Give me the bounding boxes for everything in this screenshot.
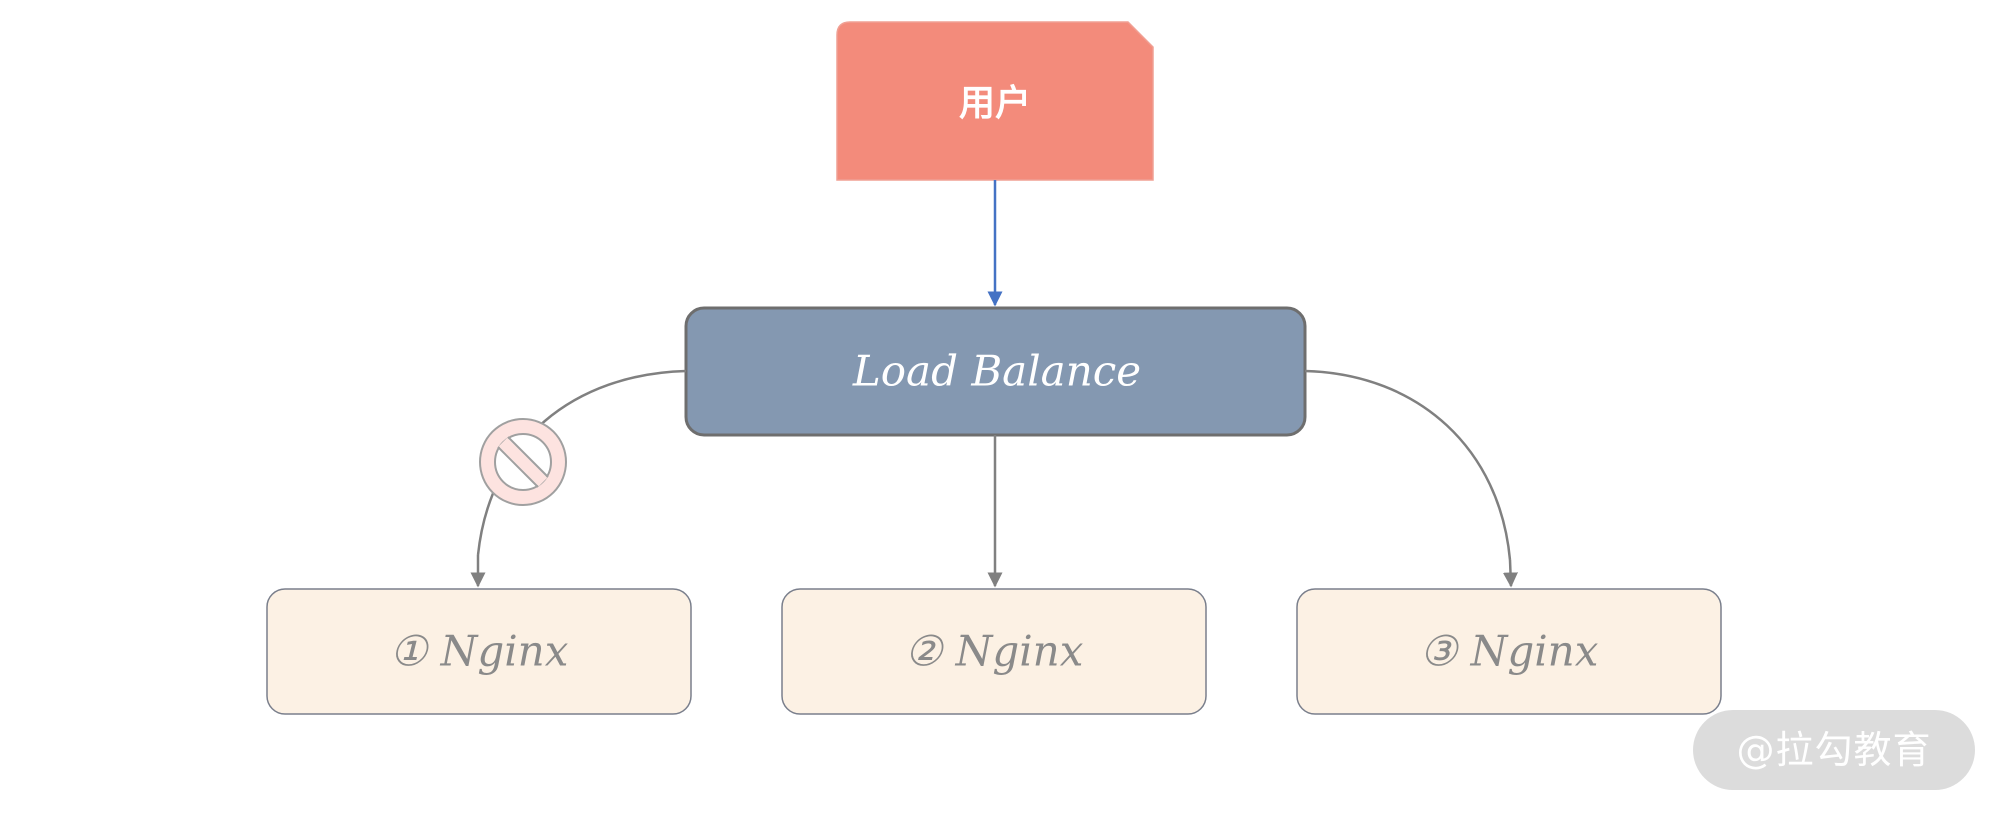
user-node: 用户 bbox=[836, 21, 1154, 181]
nginx-node-3: ③ Nginx bbox=[1296, 588, 1722, 715]
load-balance-node: Load Balance bbox=[684, 306, 1307, 437]
load-balance-label: Load Balance bbox=[852, 347, 1141, 396]
watermark: @拉勾教育 bbox=[1693, 710, 1975, 790]
nginx-2-label: ② Nginx bbox=[905, 627, 1084, 676]
load-balance-to-nginx-1-edge bbox=[476, 369, 687, 556]
prohibited-icon bbox=[479, 418, 567, 506]
nginx-node-2: ② Nginx bbox=[781, 588, 1207, 715]
load-balance-to-nginx-3-edge bbox=[1304, 369, 1512, 561]
nginx-3-label: ③ Nginx bbox=[1420, 627, 1599, 676]
nginx-node-1: ① Nginx bbox=[266, 588, 692, 715]
user-label: 用户 bbox=[959, 82, 1031, 124]
load-balance-to-nginx-3-arrowhead bbox=[1502, 559, 1518, 588]
nginx-1-label: ① Nginx bbox=[390, 627, 569, 676]
